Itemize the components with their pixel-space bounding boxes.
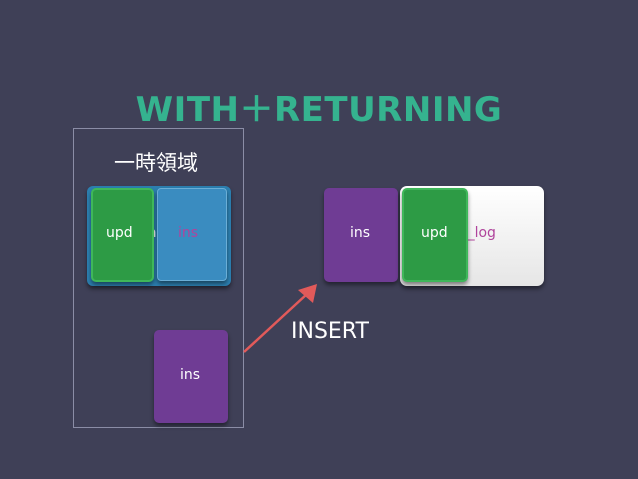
upd-label-left: upd — [106, 225, 133, 241]
ins-box-right — [324, 188, 398, 282]
upd-box-right — [402, 188, 468, 282]
log-table-label: o_log — [459, 225, 496, 241]
ins-overlay-label: ins — [178, 225, 199, 241]
ins-overlay-box — [157, 188, 227, 281]
insert-label: INSERT — [291, 319, 369, 344]
insert-arrow-head — [298, 284, 317, 303]
upd-box-left — [91, 188, 154, 282]
ins-label-bottom: ins — [180, 367, 201, 383]
insert-arrow-line — [243, 293, 308, 353]
ins-label-right: ins — [350, 225, 371, 241]
temp-area-label: 一時領域 — [114, 151, 198, 175]
slide-title: WITH＋RETURNING — [135, 90, 503, 130]
temp-area-frame — [73, 128, 244, 428]
ins-box-bottom — [154, 330, 228, 423]
upd-label-right: upd — [421, 225, 448, 241]
